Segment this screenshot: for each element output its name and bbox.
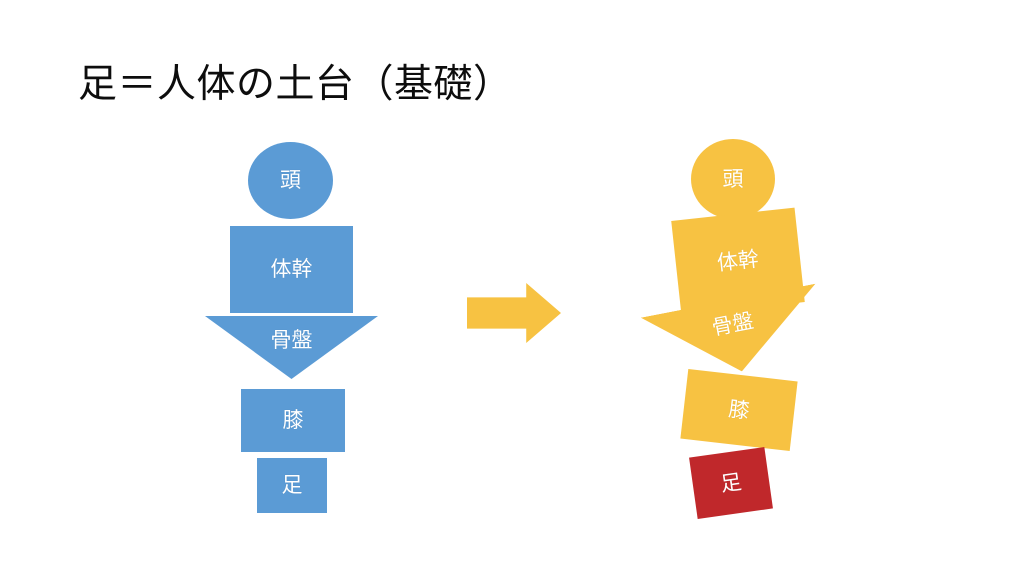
right-part-foot: 足 xyxy=(689,447,773,519)
left-part-knee: 膝 xyxy=(241,389,345,452)
left-part-trunk-label: 体幹 xyxy=(270,257,313,281)
left-part-head: 頭 xyxy=(248,142,333,219)
right-part-trunk-label: 体幹 xyxy=(715,246,761,276)
left-part-foot: 足 xyxy=(257,458,327,513)
left-part-foot-label: 足 xyxy=(281,473,303,497)
right-part-foot-label: 足 xyxy=(718,469,743,496)
left-part-head-label: 頭 xyxy=(280,168,301,192)
right-part-knee-label: 膝 xyxy=(727,396,751,423)
right-part-head-label: 頭 xyxy=(722,166,744,191)
left-part-pelvis-label: 骨盤 xyxy=(270,328,313,352)
left-part-trunk: 体幹 xyxy=(230,226,353,313)
right-part-pelvis: 骨盤 xyxy=(641,284,829,389)
right-part-head: 頭 xyxy=(691,139,775,219)
left-part-knee-label: 膝 xyxy=(282,408,304,432)
left-part-pelvis: 骨盤 xyxy=(205,316,378,379)
triangle-down-icon xyxy=(641,284,829,389)
page-title: 足＝人体の土台（基礎） xyxy=(78,62,513,107)
right-part-knee: 膝 xyxy=(680,368,798,452)
